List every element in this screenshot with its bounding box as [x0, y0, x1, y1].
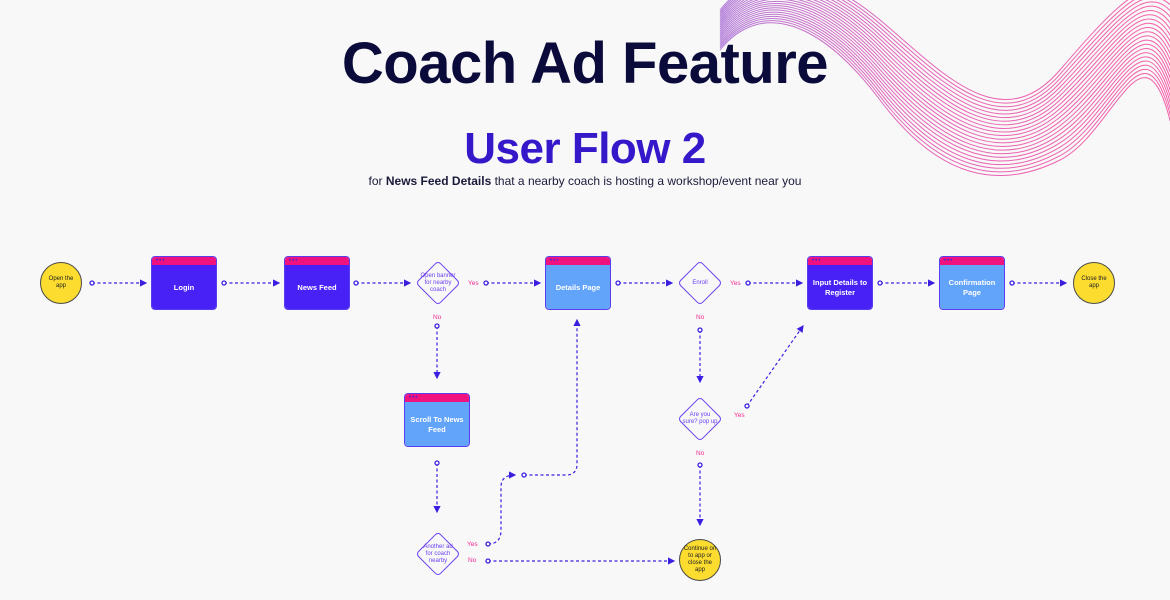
- screen-scroll-news-feed: ••• Scroll To News Feed: [404, 393, 470, 447]
- window-dots-icon: •••: [944, 258, 954, 264]
- decision-enroll: Enroll: [677, 260, 723, 306]
- node-label: Continue on to app or close the app: [683, 546, 717, 573]
- window-bar: •••: [152, 257, 216, 265]
- connector-details-up: [524, 318, 581, 476]
- description-suffix: that a nearby coach is hosting a worksho…: [491, 174, 802, 188]
- branch-label-no: No: [433, 314, 442, 321]
- connector-dot: [745, 280, 751, 286]
- connector-dot: [521, 472, 527, 478]
- window-bar: •••: [405, 394, 469, 402]
- connector-dot: [615, 280, 621, 286]
- window-dots-icon: •••: [289, 258, 299, 264]
- branch-label-yes: Yes: [467, 541, 478, 548]
- screen-label: Confirmation Page: [948, 278, 996, 297]
- connector-another-yes-details: [487, 471, 517, 545]
- connector-dot: [697, 327, 703, 333]
- screen-confirmation: ••• Confirmation Page: [939, 256, 1005, 310]
- node-label: Close the app: [1081, 276, 1107, 289]
- branch-label-yes: Yes: [730, 280, 741, 287]
- connector-dot: [221, 280, 227, 286]
- window-bar: •••: [546, 257, 610, 265]
- flow-description: for News Feed Details that a nearby coac…: [0, 174, 1170, 188]
- decision-another-ad: Another ad for coach nearby: [415, 531, 461, 577]
- page-title: Coach Ad Feature: [341, 31, 829, 96]
- window-dots-icon: •••: [409, 395, 419, 401]
- branch-label-no: No: [696, 450, 705, 457]
- screen-login: ••• Login: [151, 256, 217, 310]
- window-bar: •••: [808, 257, 872, 265]
- start-node-open-app: Open the app: [40, 262, 82, 304]
- connector-sure-yes-input: [746, 325, 804, 407]
- window-bar: •••: [285, 257, 349, 265]
- branch-label-no: No: [468, 557, 477, 564]
- screen-input-details: ••• Input Details to Register: [807, 256, 873, 310]
- screen-label: Scroll To News Feed: [410, 415, 464, 434]
- screen-news-feed: ••• News Feed: [284, 256, 350, 310]
- window-dots-icon: •••: [550, 258, 560, 264]
- connector-dot: [1009, 280, 1015, 286]
- decision-open-banner: Open banner for nearby coach: [415, 260, 461, 306]
- connector-dot: [434, 323, 440, 329]
- decision-are-you-sure: Are you sure? pop up: [677, 396, 723, 442]
- screen-label: Login: [173, 283, 195, 292]
- end-node-continue-or-close: Continue on to app or close the app: [679, 539, 721, 581]
- screen-label: Details Page: [555, 283, 601, 292]
- flow-subtitle: User Flow 2: [464, 124, 706, 173]
- branch-label-no: No: [696, 314, 705, 321]
- connector-dot: [877, 280, 883, 286]
- decision-label: Open banner for nearby coach: [420, 272, 456, 293]
- connector-dot: [744, 403, 750, 409]
- decision-label: Are you sure? pop up: [682, 412, 718, 425]
- window-dots-icon: •••: [156, 258, 166, 264]
- connector-dot: [485, 541, 491, 547]
- decision-label: Another ad for coach nearby: [423, 543, 453, 564]
- end-node-close-app: Close the app: [1073, 262, 1115, 304]
- screen-details-page: ••• Details Page: [545, 256, 611, 310]
- window-bar: •••: [940, 257, 1004, 265]
- connector-dot: [89, 280, 95, 286]
- branch-label-yes: Yes: [468, 280, 479, 287]
- connector-dot: [434, 460, 440, 466]
- description-prefix: for: [368, 174, 386, 188]
- window-dots-icon: •••: [812, 258, 822, 264]
- screen-label: Input Details to Register: [812, 278, 868, 297]
- branch-label-yes: Yes: [734, 412, 745, 419]
- description-bold: News Feed Details: [385, 174, 492, 188]
- connector-dot: [697, 462, 703, 468]
- connector-dot: [483, 280, 489, 286]
- decision-label: Enroll: [692, 279, 708, 286]
- screen-label: News Feed: [297, 283, 337, 292]
- connector-dot: [485, 558, 491, 564]
- node-label: Open the app: [48, 276, 74, 289]
- connector-dot: [353, 280, 359, 286]
